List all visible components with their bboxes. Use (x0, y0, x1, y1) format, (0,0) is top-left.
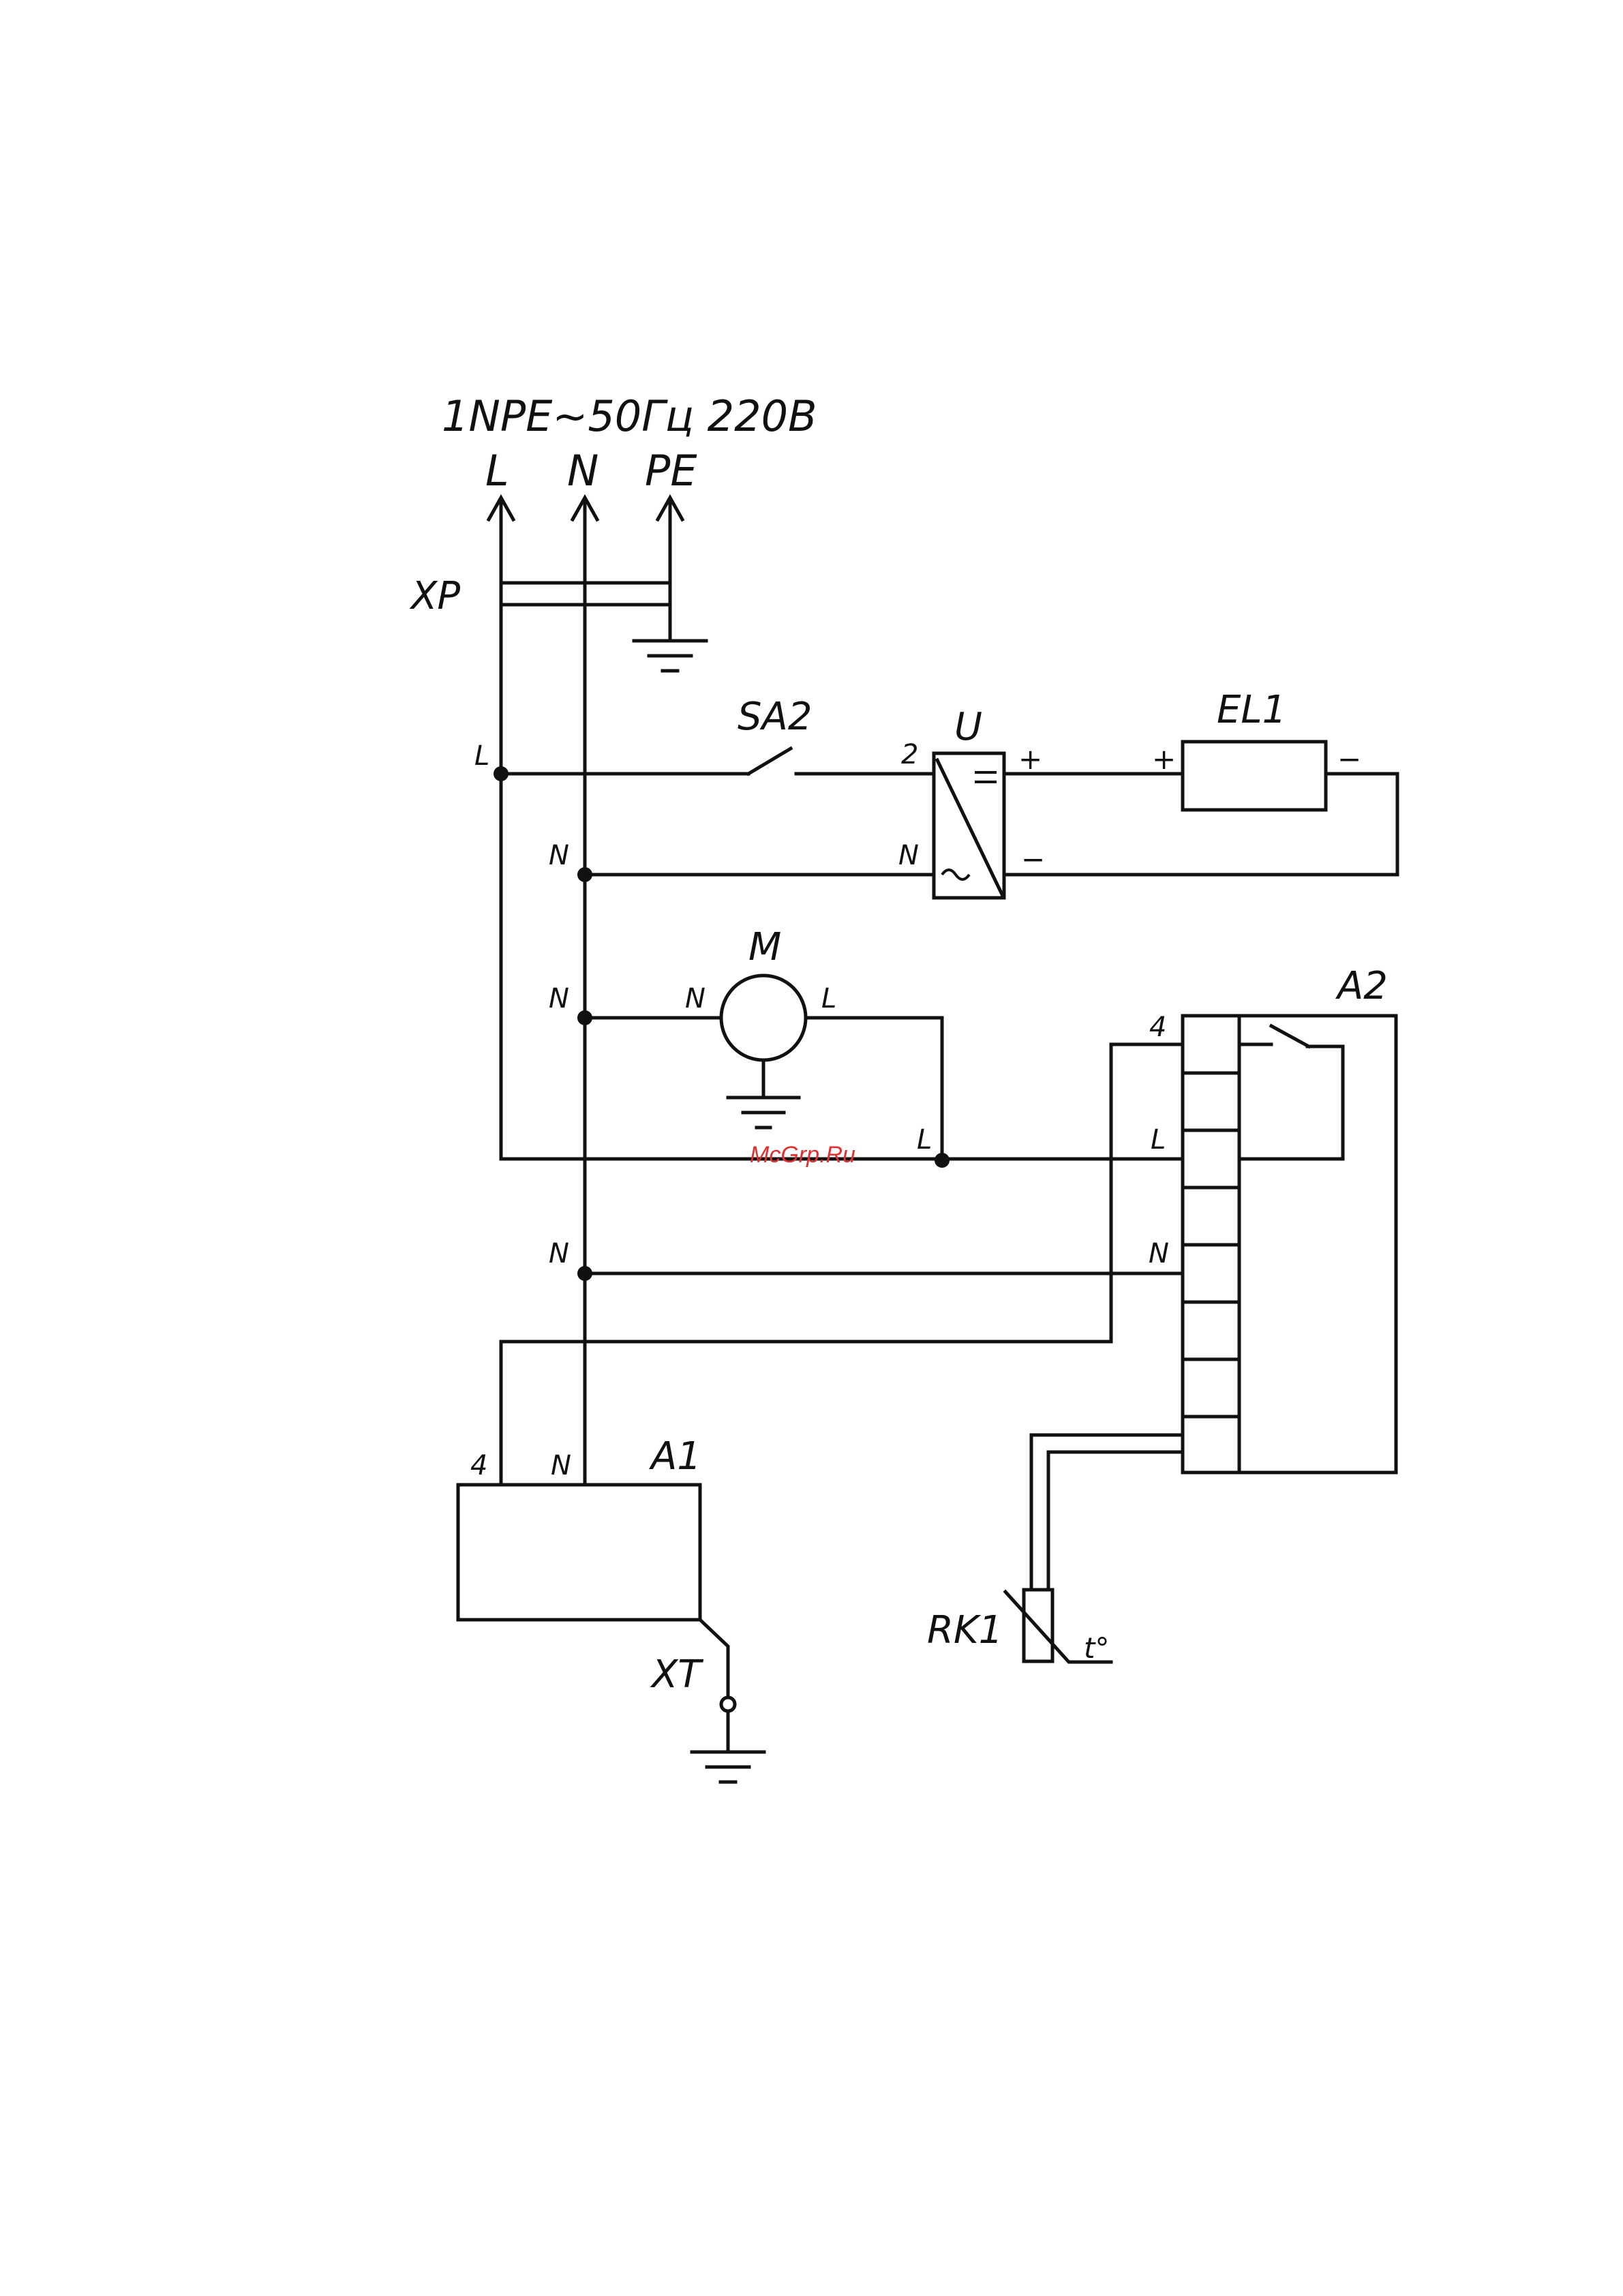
pin-u-minus: − (1021, 843, 1045, 876)
rk1-label: RK1 (927, 1608, 1003, 1652)
xt-ground-icon (692, 1711, 764, 1782)
sa2-label: SA2 (738, 695, 812, 739)
pin-u-plus: + (1018, 742, 1042, 776)
motor-m (721, 976, 806, 1060)
pin-u-n: N (898, 840, 919, 871)
xt-label: XT (650, 1652, 703, 1697)
watermark: McGrp.Ru (750, 1142, 855, 1168)
a1-block (458, 1485, 700, 1620)
a1-label: A1 (649, 1434, 701, 1479)
sa2-switch-icon (748, 749, 791, 774)
el1-lamp (1183, 742, 1326, 810)
pin-el1-plus: + (1152, 742, 1176, 776)
a2-controller (1183, 1016, 1396, 1472)
pin-u-2: 2 (901, 739, 918, 770)
pin-a1-n: N (551, 1450, 571, 1481)
pin-a2-4: 4 (1149, 1012, 1166, 1043)
rk1-temp-label: t° (1084, 1631, 1109, 1665)
junction-l-motor (935, 1153, 950, 1168)
pin-a1-4: 4 (470, 1450, 487, 1481)
supply-spec: 1NPE~50Гц 220В (442, 391, 817, 441)
pin-a2-n: N (1149, 1238, 1169, 1269)
pin-m-l: L (821, 983, 836, 1014)
a2-label: A2 (1335, 964, 1388, 1008)
pin-n-2: N (549, 983, 569, 1014)
supply-n-label: N (567, 446, 598, 496)
pin-a2-l: L (1151, 1124, 1166, 1155)
xp-label: XP (409, 574, 460, 618)
pin-n-3: N (549, 1238, 569, 1269)
m-label: M (748, 925, 781, 969)
supply-l-label: L (485, 446, 509, 496)
motor-ground-icon (728, 1060, 799, 1128)
u-label: U (954, 705, 982, 749)
el1-label: EL1 (1217, 688, 1286, 732)
pin-l-top: L (474, 740, 489, 772)
pin-el1-minus: − (1337, 742, 1361, 776)
supply-pe-label: PE (645, 446, 697, 496)
pin-n-1: N (549, 840, 569, 871)
xt-terminal-icon (721, 1697, 735, 1711)
u-converter (934, 753, 1004, 898)
pe-ground-icon (634, 641, 706, 671)
pin-m-n: N (685, 983, 706, 1014)
pin-l-motor: L (917, 1124, 932, 1155)
